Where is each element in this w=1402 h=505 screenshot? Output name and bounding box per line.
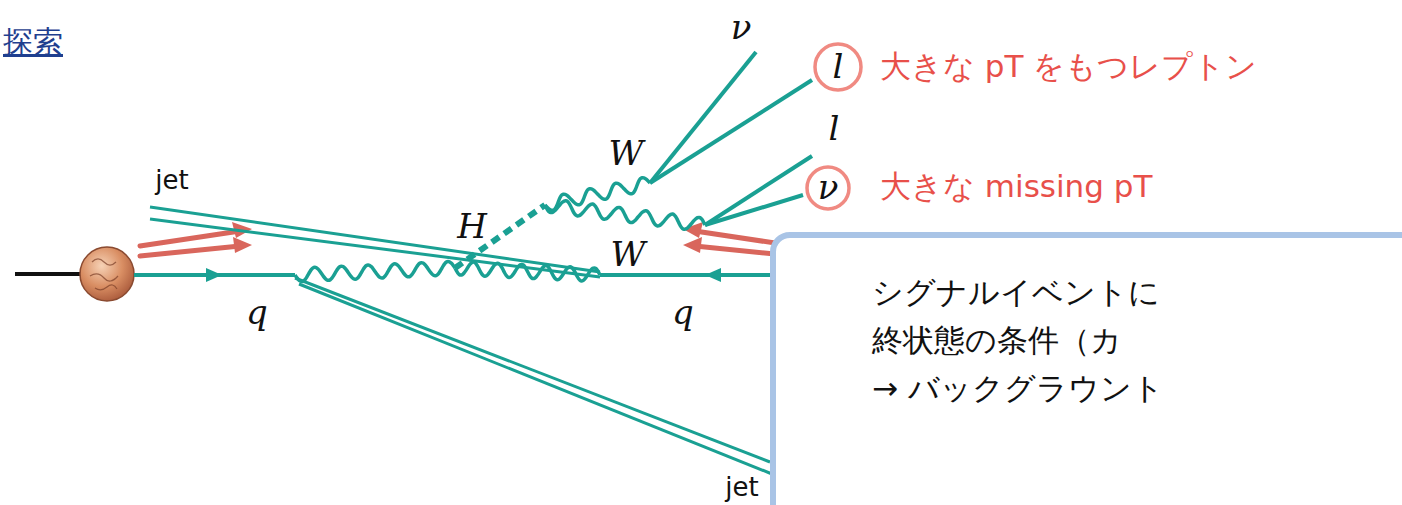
boson-lines xyxy=(295,178,705,282)
fermion-arrow xyxy=(705,268,721,282)
note-text: シグナルイベントに 終状態の条件（カ xyxy=(872,268,1170,364)
quark-symbol: q xyxy=(246,292,268,333)
jet-line xyxy=(150,207,772,474)
jet-label: jet xyxy=(155,165,188,196)
quark-symbol: q xyxy=(672,292,694,333)
neutrino-symbol: ν xyxy=(731,7,752,48)
fermion-arrow xyxy=(206,268,222,282)
annotation: 大きな missing pT xyxy=(880,168,1152,205)
highlight-ring xyxy=(807,167,849,209)
w-boson-symbol: W xyxy=(611,234,646,275)
neutrino-symbol: ν xyxy=(818,169,839,206)
jet-label: jet xyxy=(725,472,758,503)
lepton-symbol: l xyxy=(833,48,844,85)
slide-title: 探索 xyxy=(3,24,63,60)
higgs-line xyxy=(455,205,545,268)
boson-wave xyxy=(295,261,455,281)
neutrino-circle: ν xyxy=(805,165,851,211)
boson-wave xyxy=(455,262,600,281)
lepton-circle: l xyxy=(813,42,863,92)
proton xyxy=(80,247,134,301)
lepton-line xyxy=(650,52,812,225)
w-boson-symbol: W xyxy=(609,133,644,174)
higgs-symbol: H xyxy=(457,206,487,247)
note-text: → バックグラウント xyxy=(872,364,1170,412)
highlight-ring xyxy=(815,44,861,90)
annotation: 大きな pT をもつレプトン xyxy=(880,48,1257,85)
beam-line xyxy=(15,272,82,276)
note-box: シグナルイベントに 終状態の条件（カ→ バックグラウント xyxy=(770,232,1402,505)
lepton-symbol: l xyxy=(829,108,840,149)
boson-wave xyxy=(545,201,705,230)
